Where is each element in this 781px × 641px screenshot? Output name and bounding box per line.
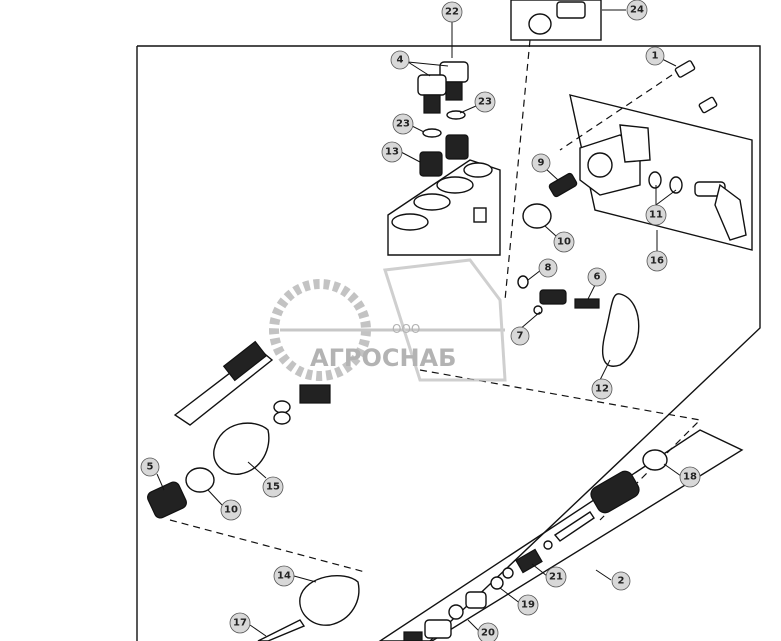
svg-text:15: 15	[266, 482, 280, 493]
callout-23-right: 23	[474, 91, 496, 113]
svg-text:13: 13	[385, 147, 399, 158]
part-15-cap	[213, 422, 270, 475]
part-23-oring-a	[422, 128, 442, 138]
part-7	[533, 305, 543, 315]
svg-text:2: 2	[618, 576, 625, 587]
callout-10-lower: 10	[220, 499, 242, 521]
callout-13: 13	[381, 141, 403, 163]
part-6-spring	[574, 298, 600, 309]
callout-15: 15	[262, 476, 284, 498]
callout-16: 16	[646, 250, 668, 272]
callout-5: 5	[140, 457, 160, 477]
part-9-spring	[548, 172, 578, 198]
part-5	[147, 481, 187, 519]
part-10-oring-upper	[522, 203, 552, 229]
svg-text:22: 22	[445, 7, 459, 18]
part-12-large-oring	[602, 293, 640, 367]
inset-box-24	[510, 0, 602, 41]
callout-2: 2	[611, 571, 631, 591]
svg-text:18: 18	[683, 472, 697, 483]
callout-6: 6	[587, 267, 607, 287]
callout-11: 11	[645, 204, 667, 226]
watermark-logo: ООО АГРОСНАБ	[269, 258, 507, 382]
svg-text:14: 14	[277, 571, 291, 582]
part-17-rod	[257, 619, 306, 641]
callout-18: 18	[679, 466, 701, 488]
svg-text:11: 11	[649, 210, 663, 221]
svg-text:1: 1	[652, 51, 659, 62]
callout-8: 8	[538, 258, 558, 278]
valve-body	[387, 159, 501, 256]
callout-4: 4	[390, 50, 410, 70]
svg-text:10: 10	[557, 237, 571, 248]
part-spool-piece	[539, 289, 567, 305]
svg-text:21: 21	[549, 572, 563, 583]
part-8	[517, 275, 529, 289]
svg-text:12: 12	[595, 384, 609, 395]
callout-22: 22	[441, 1, 463, 23]
callout-1: 1	[645, 46, 665, 66]
callout-21: 21	[545, 566, 567, 588]
svg-text:9: 9	[538, 158, 545, 169]
svg-text:20: 20	[481, 628, 495, 639]
svg-text:8: 8	[545, 263, 552, 274]
svg-text:6: 6	[594, 272, 601, 283]
svg-text:17: 17	[233, 618, 247, 629]
callout-24: 24	[626, 0, 648, 21]
main-frame-outline	[136, 45, 761, 641]
part-10-oring-lower	[185, 467, 215, 493]
svg-text:24: 24	[630, 5, 644, 16]
callout-12: 12	[591, 378, 613, 400]
svg-text:19: 19	[521, 600, 535, 611]
part-24	[528, 1, 586, 35]
callout-14: 14	[273, 565, 295, 587]
callout-10-upper: 10	[553, 231, 575, 253]
part-16-housing	[579, 124, 747, 241]
part-4-caps	[417, 61, 469, 114]
part-2-assembly	[403, 449, 668, 641]
svg-text:23: 23	[396, 119, 410, 130]
callout-20: 20	[477, 622, 499, 641]
part-1-bolts	[559, 60, 718, 151]
svg-text:10: 10	[224, 505, 238, 516]
svg-text:4: 4	[397, 55, 404, 66]
callout-7: 7	[510, 326, 530, 346]
subframe-2	[378, 429, 744, 641]
part-13-springs	[419, 134, 469, 177]
spool-assembly	[173, 340, 331, 426]
svg-text:7: 7	[517, 331, 524, 342]
callout-17: 17	[229, 612, 251, 634]
watermark-company-name: АГРОСНАБ	[310, 344, 456, 372]
svg-text:5: 5	[147, 462, 154, 473]
callout-9: 9	[531, 153, 551, 173]
leader-lines	[156, 9, 682, 637]
svg-text:23: 23	[478, 97, 492, 108]
watermark-company-prefix: ООО	[392, 322, 420, 336]
part-14-cap	[299, 575, 360, 626]
callout-19: 19	[517, 594, 539, 616]
callout-23-left: 23	[392, 113, 414, 135]
svg-text:16: 16	[650, 256, 664, 267]
